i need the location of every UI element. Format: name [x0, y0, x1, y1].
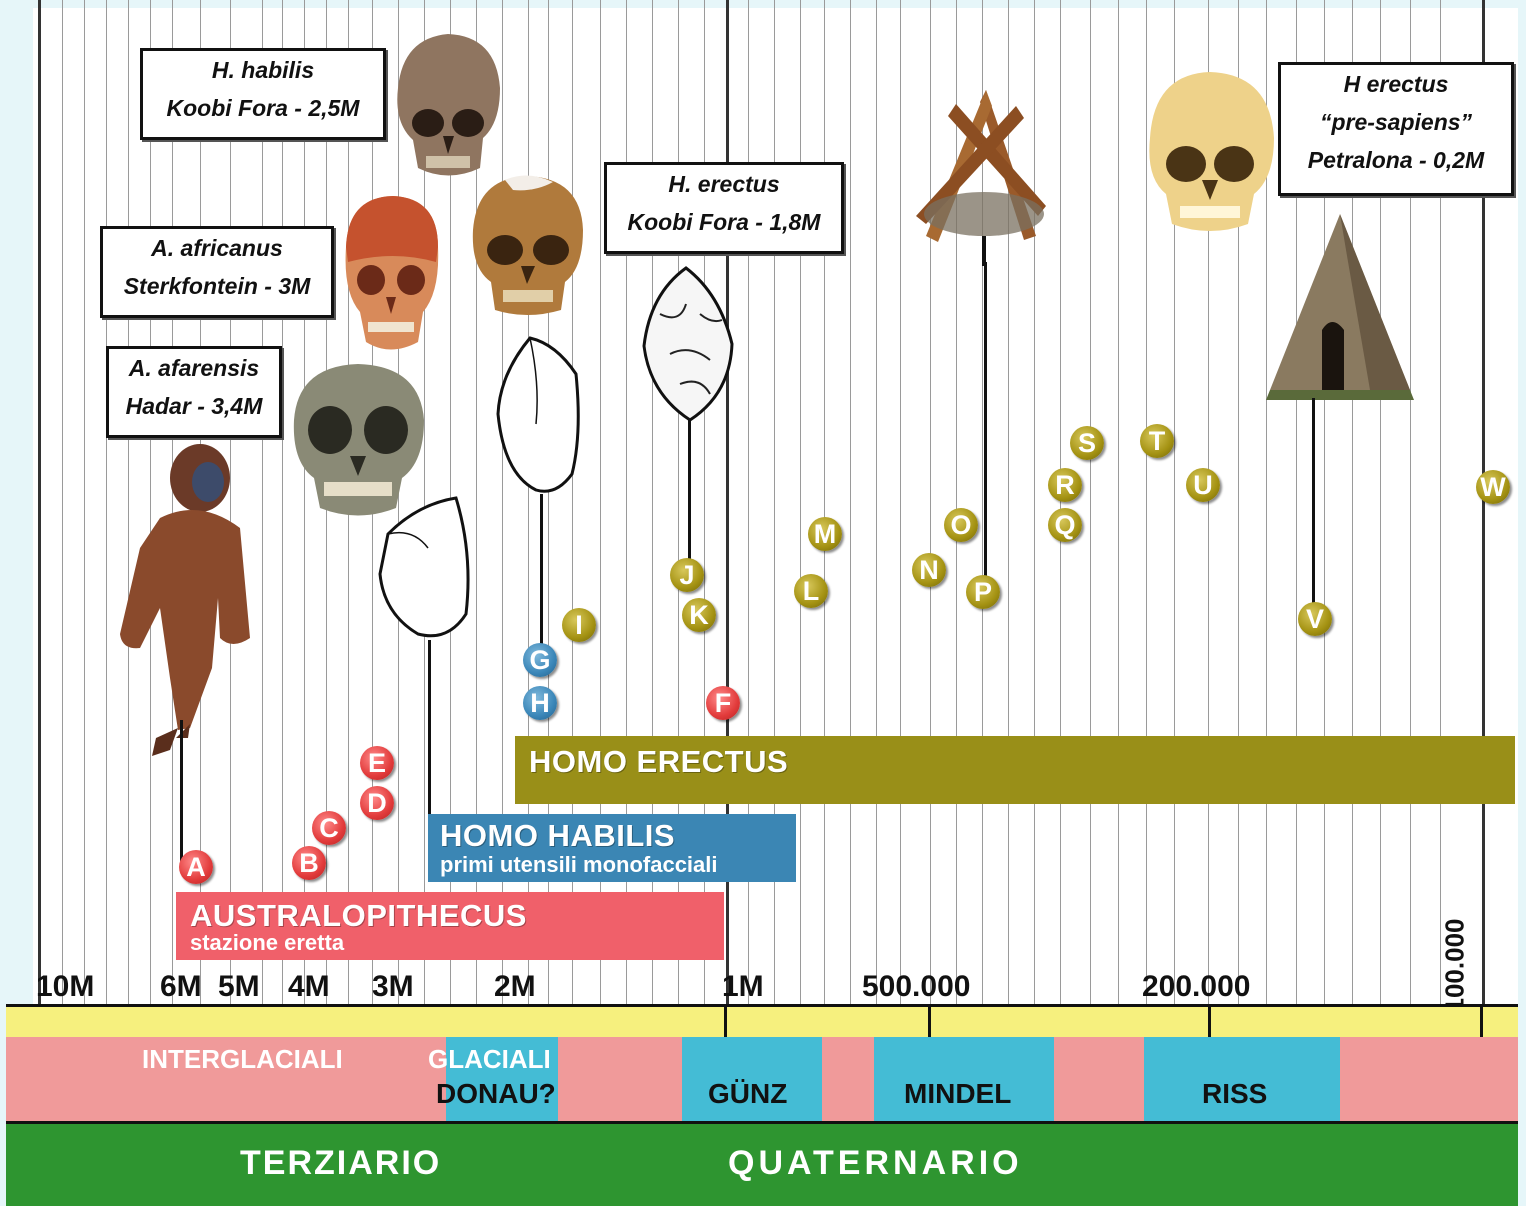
marker-n: N [912, 553, 946, 587]
tick-5m: 5M [218, 970, 260, 1004]
stem-oldowan [428, 640, 431, 820]
australopithecus-figure-image [100, 438, 260, 768]
marker-i: I [562, 608, 596, 642]
climate-interglaciali: INTERGLACIALI [142, 1044, 343, 1075]
grid-line [304, 0, 305, 1140]
erectus-skull-image [465, 170, 590, 320]
label-erectus-line1: H. erectus [607, 165, 841, 203]
grid-line [282, 0, 283, 1140]
marker-u: U [1186, 468, 1220, 502]
stem-chopper [540, 494, 543, 644]
tick-10m: 10M [36, 970, 94, 1004]
tick-6m: 6M [160, 970, 202, 1004]
band-homo-erectus-title: HOMO ERECTUS [529, 744, 788, 780]
label-africanus-line2: Sterkfontein - 3M [103, 267, 331, 305]
band-homo-habilis-subtitle: primi utensili monofacciali [440, 852, 718, 878]
grid-line [1090, 0, 1091, 1140]
tick-500000: 500.000 [862, 970, 970, 1004]
grid-line [38, 0, 41, 1140]
label-presapiens-line2: “pre-sapiens” [1281, 103, 1511, 141]
grid-line [850, 0, 851, 1140]
marker-g: G [523, 643, 557, 677]
marker-w: W [1476, 470, 1510, 504]
tick-200000: 200.000 [1142, 970, 1250, 1004]
label-presapiens-line1: H erectus [1281, 65, 1511, 103]
label-afarensis-line2: Hadar - 3,4M [109, 387, 279, 425]
stem-afarensis [180, 720, 183, 870]
fire-wood-image [896, 86, 1072, 266]
tool-handaxe-image [640, 264, 740, 424]
label-afarensis: A. afarensis Hadar - 3,4M [106, 346, 282, 438]
grid-line [62, 0, 63, 1140]
marker-b: B [292, 846, 326, 880]
hut-image [1260, 210, 1420, 400]
band-australopithecus-title: AUSTRALOPITHECUS [190, 898, 527, 934]
label-africanus-line1: A. africanus [103, 229, 331, 267]
tick-1m: 1M [722, 970, 764, 1004]
label-presapiens-line3: Petralona - 0,2M [1281, 141, 1511, 179]
stem-hut [1312, 398, 1315, 610]
tick-4m: 4M [288, 970, 330, 1004]
marker-q: Q [1048, 508, 1082, 542]
tool-oldowan-image [378, 494, 473, 644]
marker-r: R [1048, 468, 1082, 502]
marker-m: M [808, 517, 842, 551]
band-homo-habilis-title: HOMO HABILIS [440, 818, 675, 854]
marker-j: J [670, 558, 704, 592]
marker-d: D [360, 786, 394, 820]
label-habilis: H. habilis Koobi Fora - 2,5M [140, 48, 386, 140]
label-africanus: A. africanus Sterkfontein - 3M [100, 226, 334, 318]
marker-p: P [966, 575, 1000, 609]
grid-line [326, 0, 327, 1140]
grid-line [372, 0, 373, 1140]
petralona-skull-image [1140, 68, 1280, 238]
label-erectus-line2: Koobi Fora - 1,8M [607, 203, 841, 241]
label-erectus: H. erectus Koobi Fora - 1,8M [604, 162, 844, 254]
grid-line [600, 0, 601, 1140]
grid-line [1118, 0, 1119, 1140]
grid-line [876, 0, 877, 1140]
climate-glaciali: GLACIALI [428, 1044, 551, 1075]
label-presapiens: H erectus “pre-sapiens” Petralona - 0,2M [1278, 62, 1514, 196]
marker-v: V [1298, 602, 1332, 636]
stem-handaxe [688, 420, 691, 560]
label-afarensis-line1: A. afarensis [109, 349, 279, 387]
band-australopithecus: AUSTRALOPITHECUS stazione eretta [176, 892, 724, 960]
climate-donau: DONAU? [436, 1078, 556, 1110]
stem-fire [984, 262, 987, 580]
marker-k: K [682, 598, 716, 632]
marker-c: C [312, 811, 346, 845]
band-australopithecus-subtitle: stazione eretta [190, 930, 344, 956]
era-quaternario: QUATERNARIO [728, 1144, 1023, 1183]
marker-a: A [179, 850, 213, 884]
grid-line [262, 0, 263, 1140]
tick-3m: 3M [372, 970, 414, 1004]
tick-2m: 2M [494, 970, 536, 1004]
marker-e: E [360, 746, 394, 780]
marker-o: O [944, 508, 978, 542]
climate-mindel: MINDEL [904, 1078, 1011, 1110]
habilis-skull-image [388, 28, 508, 183]
marker-h: H [523, 686, 557, 720]
marker-l: L [794, 574, 828, 608]
grid-line [348, 0, 349, 1140]
climate-riss: RISS [1202, 1078, 1267, 1110]
tool-chopper-image [496, 334, 586, 496]
climate-gunz: GÜNZ [708, 1078, 787, 1110]
band-homo-erectus: HOMO ERECTUS [515, 736, 1515, 804]
marker-t: T [1140, 424, 1174, 458]
marker-s: S [1070, 426, 1104, 460]
africanus-skull-image [338, 192, 443, 357]
grid-line [84, 0, 85, 1140]
label-habilis-line1: H. habilis [143, 51, 383, 89]
label-habilis-line2: Koobi Fora - 2,5M [143, 89, 383, 127]
band-homo-habilis: HOMO HABILIS primi utensili monofacciali [428, 814, 796, 882]
era-terziario: TERZIARIO [240, 1144, 441, 1183]
marker-f: F [706, 686, 740, 720]
